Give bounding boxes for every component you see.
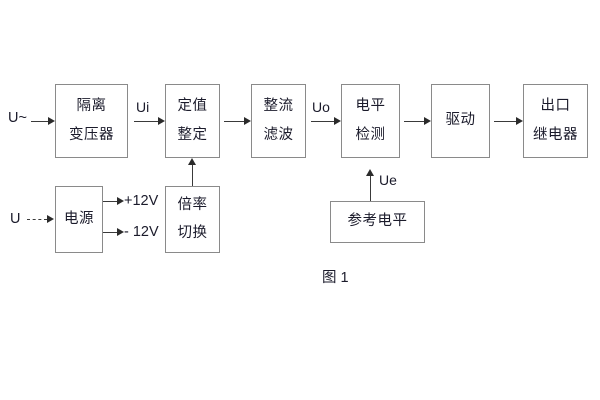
block-multiplier-switch: 倍率 切换 — [165, 186, 220, 253]
label-signal-ui: Ui — [136, 99, 150, 115]
block-drive: 驱动 — [431, 84, 490, 158]
arrowhead-level-to-drive — [424, 116, 431, 125]
label-signal-uo: Uo — [312, 99, 330, 115]
connector-input-dc-to-power — [27, 219, 47, 220]
arrowhead-transformer-to-setting — [158, 116, 165, 125]
block-label-line: 驱动 — [445, 112, 476, 129]
block-label-line: 电平 — [355, 98, 386, 115]
arrowhead-multiplier-to-setting — [187, 158, 196, 165]
block-label-line: 整流 — [263, 98, 294, 115]
connector-power-to-negative — [103, 232, 117, 233]
block-label-line: 倍率 — [177, 196, 208, 213]
label-signal-ue: Ue — [379, 172, 397, 188]
block-reference-level: 参考电平 — [330, 201, 425, 243]
label-supply-positive: +12V — [124, 193, 159, 209]
arrowhead-power-to-positive — [117, 196, 124, 205]
block-label-line: 隔离 — [76, 98, 107, 115]
connector-setting-to-rectifier — [224, 121, 244, 122]
arrowhead-rectifier-to-level — [334, 116, 341, 125]
connector-power-to-positive — [103, 201, 117, 202]
block-label-line: 出口 — [540, 98, 571, 115]
arrowhead-setting-to-rectifier — [244, 116, 251, 125]
label-input-ac: U~ — [8, 110, 27, 126]
label-supply-negative: - 12V — [124, 224, 159, 240]
block-rectifier-filter: 整流 滤波 — [251, 84, 306, 158]
block-label-line: 滤波 — [263, 126, 294, 143]
block-label-line: 检测 — [355, 126, 386, 143]
block-setting-value: 定值 整定 — [165, 84, 220, 158]
block-output-relay: 出口 继电器 — [523, 84, 588, 158]
arrowhead-power-to-negative — [117, 227, 124, 236]
block-label-line: 参考电平 — [347, 213, 408, 230]
block-isolation-transformer: 隔离 变压器 — [55, 84, 128, 158]
block-label-line: 变压器 — [69, 126, 114, 143]
connector-reference-to-level — [370, 176, 371, 201]
connector-drive-to-relay — [494, 121, 516, 122]
connector-rectifier-to-level — [311, 121, 334, 122]
block-label-line: 定值 — [177, 98, 208, 115]
connector-transformer-to-setting — [134, 121, 158, 122]
arrowhead-drive-to-relay — [516, 116, 523, 125]
connector-multiplier-to-setting — [192, 165, 193, 186]
arrowhead-reference-to-level — [365, 169, 374, 176]
block-label-line: 整定 — [177, 126, 208, 143]
block-label-line: 切换 — [177, 225, 208, 241]
arrowhead-input-to-transformer — [48, 116, 55, 125]
block-label-line: 电源 — [64, 210, 94, 227]
block-level-detection: 电平 检测 — [341, 84, 400, 158]
arrowhead-input-dc-to-power — [47, 214, 54, 223]
label-input-dc: U — [10, 211, 21, 227]
connector-input-to-transformer — [31, 121, 48, 122]
figure-caption: 图 1 — [322, 270, 349, 286]
connector-level-to-drive — [404, 121, 424, 122]
block-power-supply: 电源 — [55, 186, 103, 253]
block-label-line: 继电器 — [533, 126, 578, 143]
